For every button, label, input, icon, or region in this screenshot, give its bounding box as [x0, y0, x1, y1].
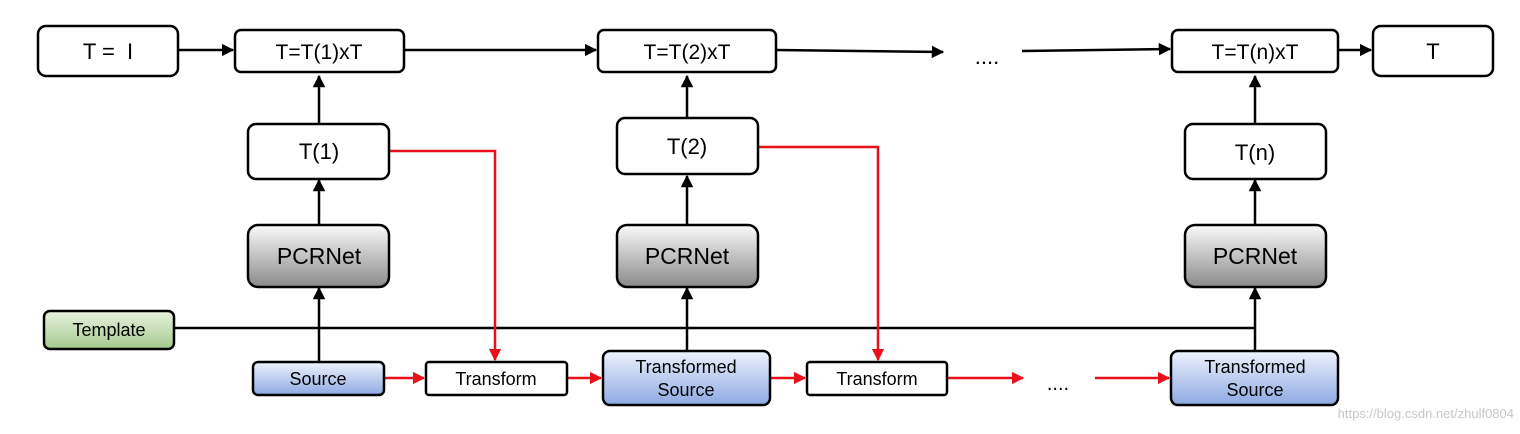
box-source: Source: [251, 360, 386, 397]
box-transform-2: Transform: [805, 360, 949, 397]
update-2-label: T=T(2)xT: [644, 41, 731, 64]
transform-2-label: Transform: [836, 369, 917, 389]
top-ellipsis: ....: [975, 44, 999, 69]
box-t2: T(2): [615, 116, 760, 176]
box-update-2: T=T(2)xT: [596, 28, 778, 74]
box-init: T = I: [36, 24, 180, 78]
box-tn: T(n): [1183, 122, 1328, 181]
source-label: Source: [289, 369, 346, 389]
pcrnet-n-label: PCRNet: [1213, 243, 1298, 269]
red-arrow-t1-to-transform1: [390, 149, 502, 362]
transformed-source-1-line2: Source: [657, 380, 714, 400]
update-n-label: T=T(n)xT: [1212, 41, 1299, 64]
box-pcrnet-2: PCRNet: [615, 223, 760, 289]
box-output: T: [1371, 24, 1495, 78]
t2-label: T(2): [667, 134, 707, 159]
box-t1: T(1): [246, 122, 391, 181]
box-transformed-source-n: Transformed Source: [1169, 349, 1340, 407]
tn-label: T(n): [1235, 140, 1275, 165]
red-arrow-t2-to-transform2: [758, 145, 885, 362]
transformed-source-n-line2: Source: [1226, 380, 1283, 400]
output-label: T: [1426, 39, 1439, 64]
arrow-ellipsis-to-updaten: [1021, 42, 1172, 56]
t1-label: T(1): [299, 139, 339, 164]
pcrnet-1-label: PCRNet: [277, 243, 362, 269]
box-pcrnet-n: PCRNet: [1183, 223, 1328, 289]
transformed-source-n-line1: Transformed: [1204, 357, 1305, 377]
init-label: T = I: [83, 39, 133, 64]
update-1-label: T=T(1)xT: [276, 41, 363, 64]
box-update-n: T=T(n)xT: [1170, 28, 1340, 74]
box-pcrnet-1: PCRNet: [246, 223, 391, 289]
box-transformed-source-1: Transformed Source: [601, 349, 772, 407]
transformed-source-1-line1: Transformed: [635, 357, 736, 377]
box-transform-1: Transform: [424, 360, 569, 397]
box-update-1: T=T(1)xT: [233, 28, 406, 74]
box-template: Template: [42, 309, 176, 351]
bottom-ellipsis: ....: [1047, 373, 1069, 395]
pcrnet-2-label: PCRNet: [645, 243, 730, 269]
transform-1-label: Transform: [455, 369, 536, 389]
watermark-text: https://blog.csdn.net/zhulf0804: [1338, 406, 1514, 421]
template-label: Template: [72, 320, 145, 340]
arrow-update2-to-ellipsis: [775, 45, 945, 59]
